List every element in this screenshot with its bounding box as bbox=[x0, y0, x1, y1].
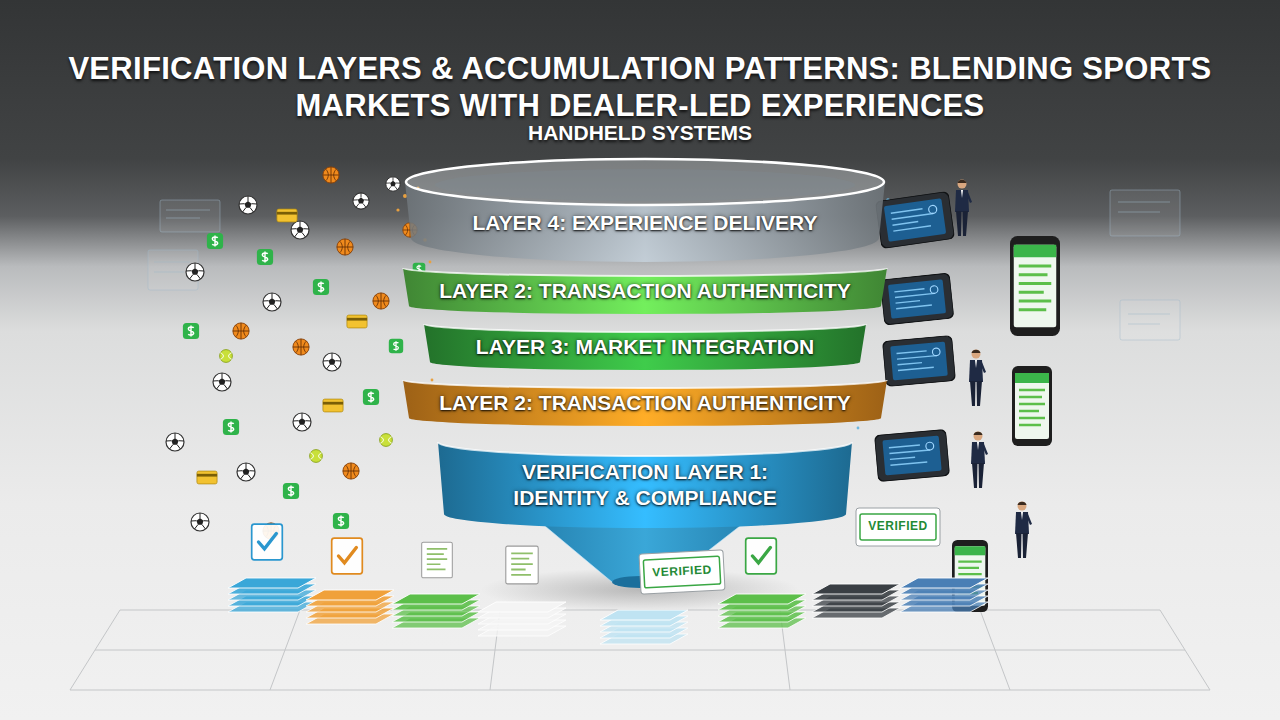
layer-label: VERIFICATION LAYER 1: IDENTITY & COMPLIA… bbox=[480, 459, 810, 510]
funnel-layer: LAYER 2: TRANSACTION AUTHENTICITY bbox=[403, 372, 887, 426]
subtitle: HANDHELD SYSTEMS bbox=[0, 120, 1280, 145]
layer-label: LAYER 3: MARKET INTEGRATION bbox=[476, 334, 814, 360]
funnel-layer: LAYER 4: EXPERIENCE DELIVERY bbox=[405, 158, 885, 262]
funnel-layer: LAYER 2: TRANSACTION AUTHENTICITY bbox=[403, 260, 887, 314]
layer-label: LAYER 2: TRANSACTION AUTHENTICITY bbox=[439, 278, 850, 304]
layer-label: LAYER 2: TRANSACTION AUTHENTICITY bbox=[439, 390, 850, 416]
diagram-title: VERIFICATION LAYERS & ACCUMULATION PATTE… bbox=[60, 50, 1220, 124]
funnel-layer: LAYER 3: MARKET INTEGRATION bbox=[424, 316, 866, 370]
funnel-band bbox=[405, 158, 885, 262]
funnel-layer: VERIFICATION LAYER 1: IDENTITY & COMPLIA… bbox=[438, 428, 852, 528]
verified-stamp: VERIFIED bbox=[856, 519, 940, 533]
layer-label: LAYER 4: EXPERIENCE DELIVERY bbox=[472, 210, 817, 236]
